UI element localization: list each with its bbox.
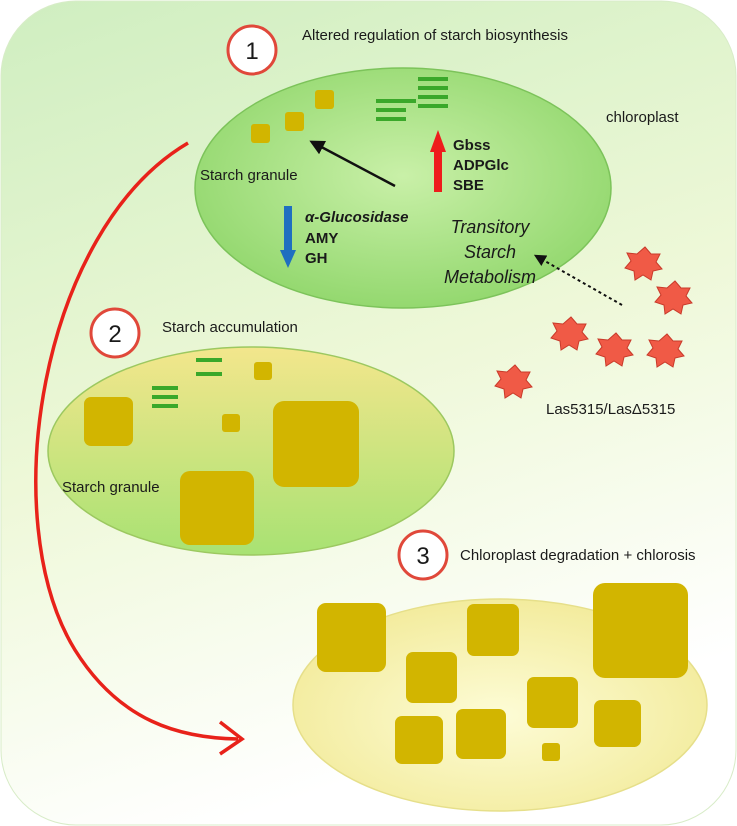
upregulation-arrow — [430, 130, 446, 192]
thylakoid-stack — [376, 77, 448, 121]
chloroplast-healthy — [194, 67, 612, 309]
starch-granule — [317, 603, 386, 672]
synthesis-arrow — [309, 140, 396, 188]
starch-granule — [254, 362, 272, 380]
effector-stars — [494, 246, 693, 399]
effector-star-icon — [595, 332, 634, 367]
step-2-marker: 2 — [89, 307, 141, 359]
up-gene-gbss: Gbss — [453, 137, 491, 154]
step-1-title: Altered regulation of starch biosynthesi… — [302, 27, 568, 44]
starch-granule — [222, 414, 240, 432]
effector-star-icon — [624, 246, 663, 281]
up-gene-sbe: SBE — [453, 177, 484, 194]
starch-granule — [180, 471, 254, 545]
starch-granule — [542, 743, 560, 761]
metabolism-line-3: Metabolism — [444, 267, 536, 287]
starch-granule — [285, 112, 304, 131]
metabolism-line-1: Transitory — [451, 217, 531, 237]
starch-granule-label-1: Starch granule — [200, 167, 298, 184]
step-1-number: 1 — [245, 38, 258, 65]
chloroplast-accumulating — [47, 346, 455, 556]
thylakoid-stack — [152, 358, 222, 408]
step-2-title: Starch accumulation — [162, 319, 298, 336]
step-1-marker: 1 — [226, 24, 278, 76]
starch-granule — [467, 604, 519, 656]
starch-granule — [594, 700, 641, 747]
starch-granule — [273, 401, 359, 487]
effector-star-icon — [494, 364, 533, 399]
step-3-number: 3 — [416, 543, 429, 570]
chloroplast-label: chloroplast — [606, 109, 679, 126]
progression-arrow — [34, 141, 245, 756]
metabolism-line-2: Starch — [464, 242, 516, 262]
down-gene-glucosidase: α-Glucosidase — [305, 209, 409, 226]
starch-granule — [395, 716, 443, 764]
effector-star-icon — [646, 333, 685, 368]
starch-granule-label-2: Starch granule — [62, 479, 160, 496]
effector-label: Las5315/LasΔ5315 — [546, 401, 675, 418]
step-2-number: 2 — [108, 321, 121, 348]
down-gene-gh: GH — [305, 250, 328, 267]
starch-granule — [593, 583, 688, 678]
step-3-marker: 3 — [397, 529, 449, 581]
effector-dotted-arrow — [533, 254, 623, 306]
starch-granule — [527, 677, 578, 728]
starch-granule — [406, 652, 457, 703]
starch-granule — [84, 397, 133, 446]
starch-granule — [315, 90, 334, 109]
down-gene-amy: AMY — [305, 230, 338, 247]
downregulation-arrow — [280, 206, 296, 268]
effector-star-icon — [550, 316, 589, 351]
step-3-title: Chloroplast degradation + chlorosis — [460, 547, 696, 564]
up-gene-adpglc: ADPGlc — [453, 157, 509, 174]
starch-granule — [456, 709, 506, 759]
starch-granule — [251, 124, 270, 143]
effector-star-icon — [654, 280, 693, 315]
